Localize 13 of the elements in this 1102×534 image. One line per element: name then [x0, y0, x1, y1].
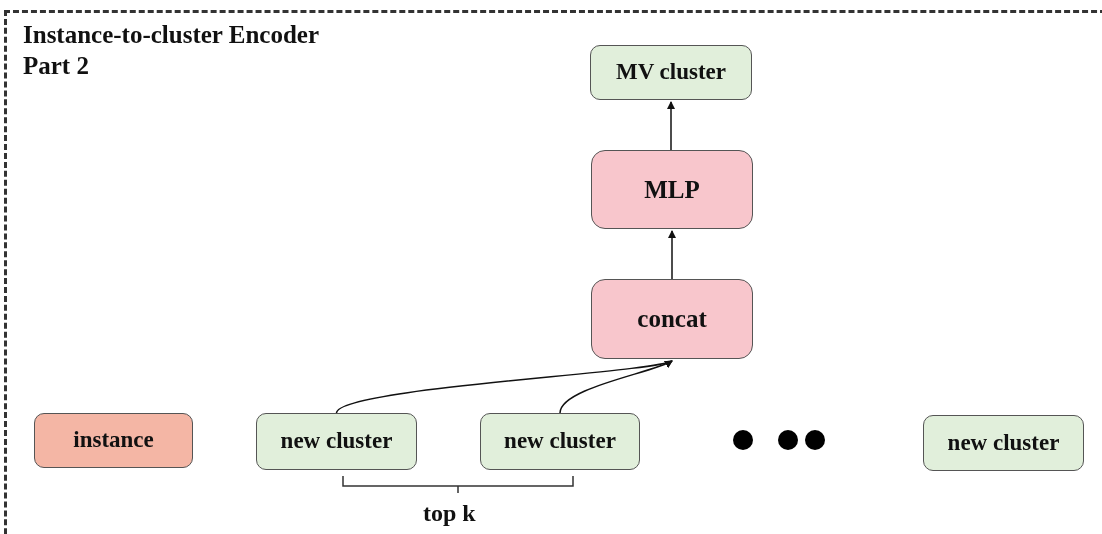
arrow [559, 360, 673, 414]
arrow [667, 101, 675, 151]
dashed-frame [4, 10, 1102, 534]
cluster-box: new cluster [923, 415, 1084, 471]
cluster-box: MV cluster [590, 45, 752, 100]
frame-title: Instance-to-cluster Encoder Part 2 [23, 20, 320, 81]
arrow [668, 230, 676, 280]
instance-box: instance [34, 413, 193, 468]
bracket-label: top k [423, 499, 476, 528]
process-box: concat [591, 279, 753, 359]
cluster-box: new cluster [256, 413, 417, 470]
process-box: MLP [591, 150, 753, 229]
cluster-box: new cluster [480, 413, 640, 470]
